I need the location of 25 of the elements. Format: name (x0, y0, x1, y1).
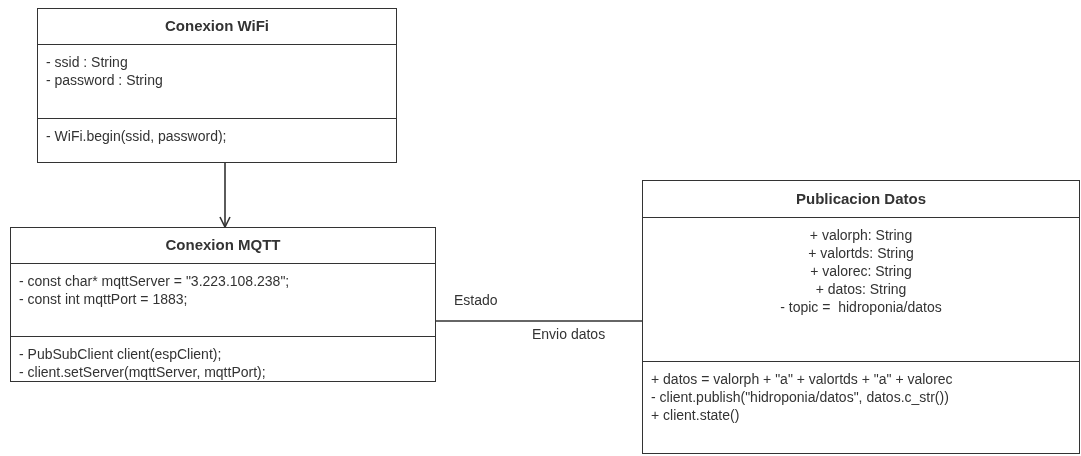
attribute-text: + valorec: String (810, 262, 912, 280)
attribute-text: + datos: String (815, 280, 907, 298)
methods-compartment (11, 336, 435, 381)
attribute-text: + valorph: String (809, 226, 913, 244)
role-label: Envio datos (532, 325, 606, 344)
class-box (10, 227, 436, 382)
attribute-text: - const char* mqttServer = "3.223.108.238"; (19, 272, 290, 290)
class-box (642, 180, 1080, 454)
method-text: + client.state() (651, 406, 740, 424)
class-name: Conexion MQTT (165, 235, 281, 256)
association-line (435, 320, 643, 322)
attribute-text: - const int mqttPort = 1883; (19, 290, 188, 308)
attribute-text: - password : String (46, 71, 163, 89)
class-name: Publicacion Datos (796, 188, 926, 209)
attribute-text: + valortds: String (808, 244, 914, 262)
method-text: - client.setServer(mqttServer, mqttPort); (19, 363, 266, 381)
class-name: Conexion WiFi (165, 16, 269, 37)
method-text: + datos = valorph + "a" + valortds + "a" + valorec (651, 370, 953, 388)
arrow (219, 162, 231, 228)
method-text: - client.publish("hidroponia/datos", datos.c_str()) (651, 388, 949, 406)
attribute-text: - topic = hidroponia/datos (780, 298, 942, 316)
method-text: - PubSubClient client(espClient); (19, 345, 222, 363)
method-text: - WiFi.begin(ssid, password); (46, 127, 227, 145)
attribute-text: - ssid : String (46, 53, 128, 71)
class-box (37, 8, 397, 163)
